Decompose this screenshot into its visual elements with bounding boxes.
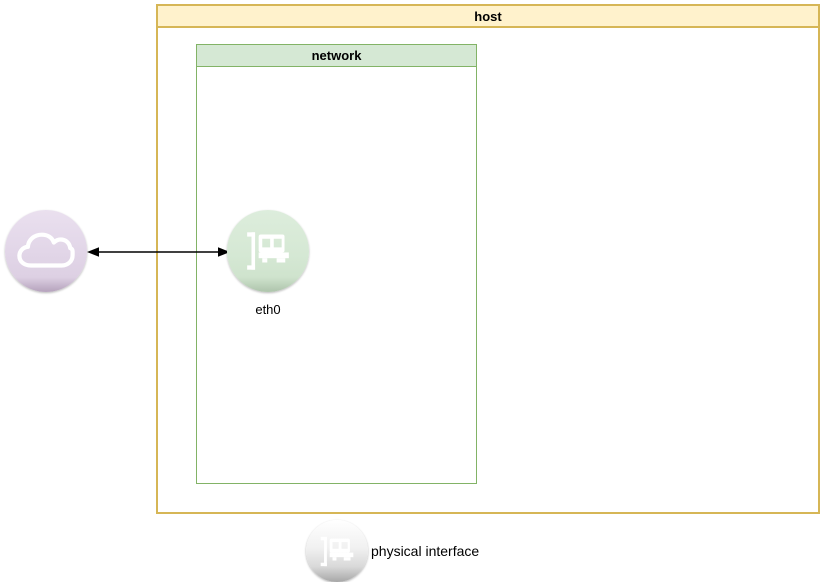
eth0-node (227, 210, 309, 292)
cloud-icon (17, 232, 75, 268)
nic-icon (320, 536, 354, 566)
host-container: host (156, 4, 820, 514)
legend: physical interface (306, 520, 479, 582)
eth0-label: eth0 (255, 302, 281, 317)
arrowhead-right (218, 247, 230, 257)
legend-label: physical interface (371, 543, 480, 559)
connection-arrow (87, 247, 230, 257)
nic-icon (247, 232, 289, 270)
cloud-node (5, 210, 87, 292)
network-header: network (197, 45, 476, 67)
network-label: network (311, 48, 362, 63)
host-label: host (474, 8, 502, 24)
network-container: network (196, 44, 477, 484)
arrowhead-left (87, 247, 99, 257)
host-header: host (158, 6, 818, 28)
legend-physical-interface-node (306, 520, 368, 582)
